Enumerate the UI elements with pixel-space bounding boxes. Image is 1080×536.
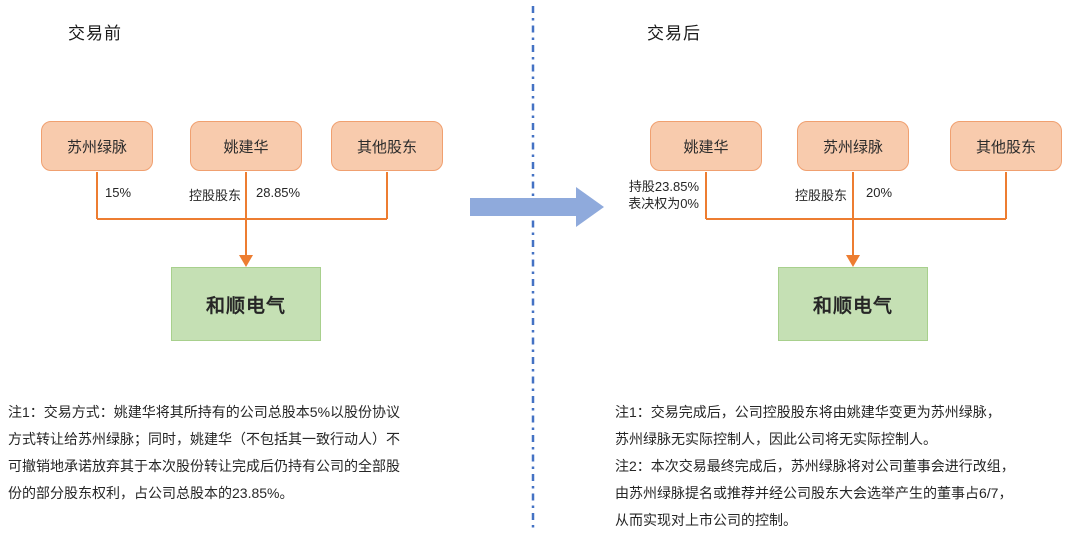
before-stake-pct-suzhou: 15% bbox=[105, 185, 132, 200]
before-controlling-shareholder-label: 控股股东 bbox=[188, 188, 241, 203]
after-note-text: 注1：交易完成后，公司控股股东将由姚建华变更为苏州绿脉， 苏州绿脉无实际控制人，… bbox=[615, 404, 1015, 528]
before-shareholder-box-suzhou-lvmai: 苏州绿脉 bbox=[41, 121, 153, 171]
after-shareholder-box-other: 其他股东 bbox=[950, 121, 1062, 171]
before-stake-pct-yao: 28.85% bbox=[256, 185, 301, 200]
after-arrowhead-icon bbox=[846, 255, 860, 267]
shareholder-name: 其他股东 bbox=[975, 138, 1036, 156]
before-arrowhead-icon bbox=[239, 255, 253, 267]
transition-arrow-icon bbox=[470, 187, 604, 227]
before-company-box: 和顺电气 bbox=[171, 267, 321, 341]
after-controlling-shareholder-label: 控股股东 bbox=[794, 188, 847, 203]
after-stake-pct-suzhou: 20% bbox=[866, 185, 893, 200]
before-shareholder-box-yaojianhua: 姚建华 bbox=[190, 121, 302, 171]
shareholder-name: 苏州绿脉 bbox=[66, 138, 127, 156]
company-name: 和顺电气 bbox=[812, 295, 893, 317]
after-holding-pct-yao: 持股23.85% bbox=[628, 179, 699, 194]
after-shareholder-box-suzhou-lvmai: 苏州绿脉 bbox=[797, 121, 909, 171]
after-panel-title: 交易后 bbox=[647, 24, 701, 43]
after-shareholder-box-yaojianhua: 姚建华 bbox=[650, 121, 762, 171]
shareholder-name: 姚建华 bbox=[223, 138, 269, 156]
before-panel-title: 交易前 bbox=[68, 24, 122, 43]
shareholder-name: 其他股东 bbox=[356, 138, 417, 156]
after-voting-rights-yao: 表决权为0% bbox=[628, 196, 699, 211]
shareholder-name: 姚建华 bbox=[683, 138, 729, 156]
before-note-text: 注1：交易方式：姚建华将其所持有的公司总股本5%以股份协议 方式转让给苏州绿脉；… bbox=[8, 404, 401, 501]
after-company-box: 和顺电气 bbox=[778, 267, 928, 341]
before-shareholder-box-other: 其他股东 bbox=[331, 121, 443, 171]
shareholder-name: 苏州绿脉 bbox=[822, 138, 883, 156]
company-name: 和顺电气 bbox=[205, 295, 286, 317]
